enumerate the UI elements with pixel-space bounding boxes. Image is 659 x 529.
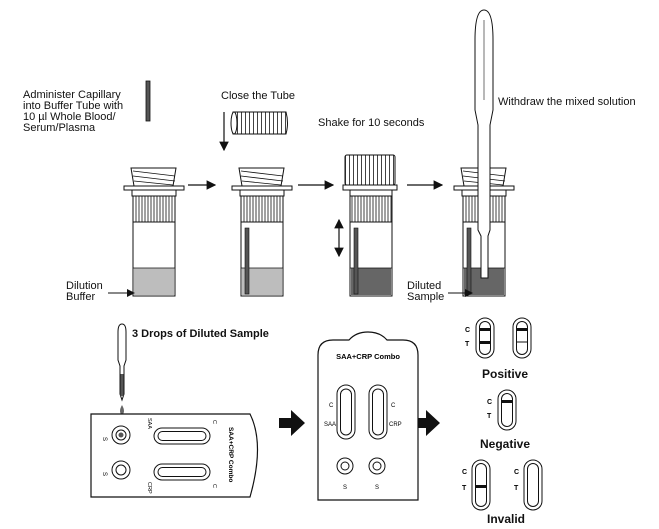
capillary-tube <box>145 80 151 122</box>
result-invalid-2 <box>523 459 543 511</box>
inv1-c-label: C <box>462 469 467 476</box>
administer-line-3: 10 µl Whole Blood/ <box>23 111 116 123</box>
neg-t-label: T <box>487 413 492 420</box>
upright-saa: SAA <box>324 422 336 428</box>
administer-line-1: Administer Capillary <box>23 89 121 101</box>
invalid-label: Invalid <box>487 512 526 526</box>
result-negative <box>497 389 517 431</box>
inv2-c-label: C <box>514 469 519 476</box>
upright-cassette-name: SAA+CRP Combo <box>336 352 400 361</box>
angled-cassette-name: SAA+CRP Combo <box>227 427 234 482</box>
test-cassette-angled: S S SAA C CRP C SAA+CRP Combo <box>90 413 259 498</box>
big-arrow-1 <box>279 410 305 436</box>
dilution-buffer-line-1: Dilution <box>66 280 103 292</box>
test-cassette-upright: SAA+CRP Combo C SAA C CRP S S <box>317 331 419 501</box>
upright-s-right: S <box>375 485 379 491</box>
upright-c-right: C <box>391 403 396 409</box>
angled-s-top: S <box>101 437 107 441</box>
negative-label: Negative <box>480 437 531 451</box>
tube-3 <box>342 154 398 297</box>
tube-1 <box>123 167 185 297</box>
angled-c-top: C <box>211 420 217 424</box>
upright-c-left: C <box>329 403 334 409</box>
shake-label: Shake for 10 seconds <box>318 117 425 129</box>
pos1-t-label: T <box>465 341 470 348</box>
neg-c-label: C <box>487 399 492 406</box>
withdraw-label: Withdraw the mixed solution <box>498 96 636 108</box>
dropper <box>117 323 127 415</box>
diluted-sample-line-2: Sample <box>407 291 445 303</box>
dilution-buffer-line-2: Buffer <box>66 291 96 303</box>
upright-s-left: S <box>343 485 347 491</box>
tube-cap <box>230 111 288 135</box>
transfer-pipette <box>474 9 494 279</box>
drops-label: 3 Drops of Diluted Sample <box>132 328 269 340</box>
angled-saa: SAA <box>146 418 152 429</box>
angled-crp: CRP <box>146 482 152 494</box>
angled-s-bottom: S <box>101 472 107 476</box>
positive-label: Positive <box>482 367 529 381</box>
result-invalid-1 <box>471 459 491 511</box>
upright-crp: CRP <box>389 422 402 428</box>
pos1-c-label: C <box>465 327 470 334</box>
administer-line-4: Serum/Plasma <box>23 122 96 134</box>
administer-line-2: into Buffer Tube with <box>23 100 124 112</box>
result-positive-2 <box>512 317 532 359</box>
big-arrow-2 <box>414 410 440 436</box>
diluted-sample-line-1: Diluted <box>407 280 442 292</box>
inv2-t-label: T <box>514 485 519 492</box>
result-positive-1 <box>475 317 495 359</box>
inv1-t-label: T <box>462 485 467 492</box>
close-tube-label: Close the Tube <box>221 90 295 102</box>
angled-c-bottom: C <box>211 484 217 488</box>
tube-2 <box>231 167 293 297</box>
